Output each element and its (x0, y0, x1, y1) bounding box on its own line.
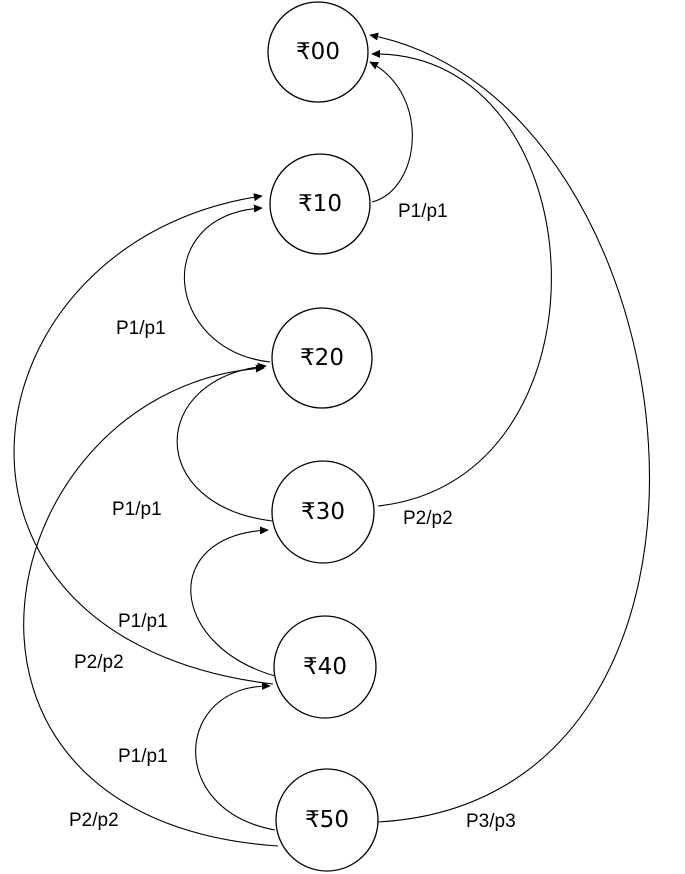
edge-30-to-00 (371, 49, 552, 507)
edge-label-30-to-00: P2/p2 (403, 508, 453, 529)
state-00: ₹00 (267, 1, 369, 103)
edge-50-to-40 (195, 681, 276, 831)
state-30: ₹30 (271, 460, 375, 564)
edge-label-40-to-10: P2/p2 (74, 652, 124, 673)
state-00-label: ₹00 (296, 39, 340, 65)
edge-10-to-00 (369, 61, 413, 203)
edge-label-30-to-20: P1/p1 (112, 499, 162, 520)
edge-20-to-10 (183, 204, 271, 363)
state-40: ₹40 (273, 615, 377, 719)
edge-labels: P1/p1 P1/p1 P1/p1 P1/p1 P1/p1 P2/p2 P2/p… (69, 201, 516, 832)
edge-50-to-20 (23, 364, 279, 847)
edge-label-50-to-40: P1/p1 (118, 746, 168, 767)
edge-40-to-30 (190, 526, 276, 677)
edge-label-50-to-00: P3/p3 (466, 811, 516, 832)
edge-label-20-to-10: P1/p1 (116, 318, 166, 339)
edge-30-to-20 (176, 362, 273, 522)
state-10-label: ₹10 (298, 191, 342, 217)
state-30-label: ₹30 (301, 499, 345, 525)
edge-label-40-to-30: P1/p1 (118, 611, 168, 632)
edges (13, 32, 651, 847)
states: ₹00 ₹10 ₹20 ₹30 ₹40 ₹50 (267, 1, 379, 872)
state-20: ₹20 (271, 307, 373, 409)
state-50-label: ₹50 (305, 807, 349, 833)
state-20-label: ₹20 (300, 345, 344, 371)
state-40-label: ₹40 (303, 654, 347, 680)
edge-label-50-to-20: P2/p2 (69, 810, 119, 831)
state-50: ₹50 (275, 768, 379, 872)
edge-50-to-00 (369, 32, 651, 823)
edge-40-to-10 (13, 193, 274, 685)
edge-label-10-to-00: P1/p1 (398, 201, 448, 222)
state-10: ₹10 (269, 153, 371, 255)
